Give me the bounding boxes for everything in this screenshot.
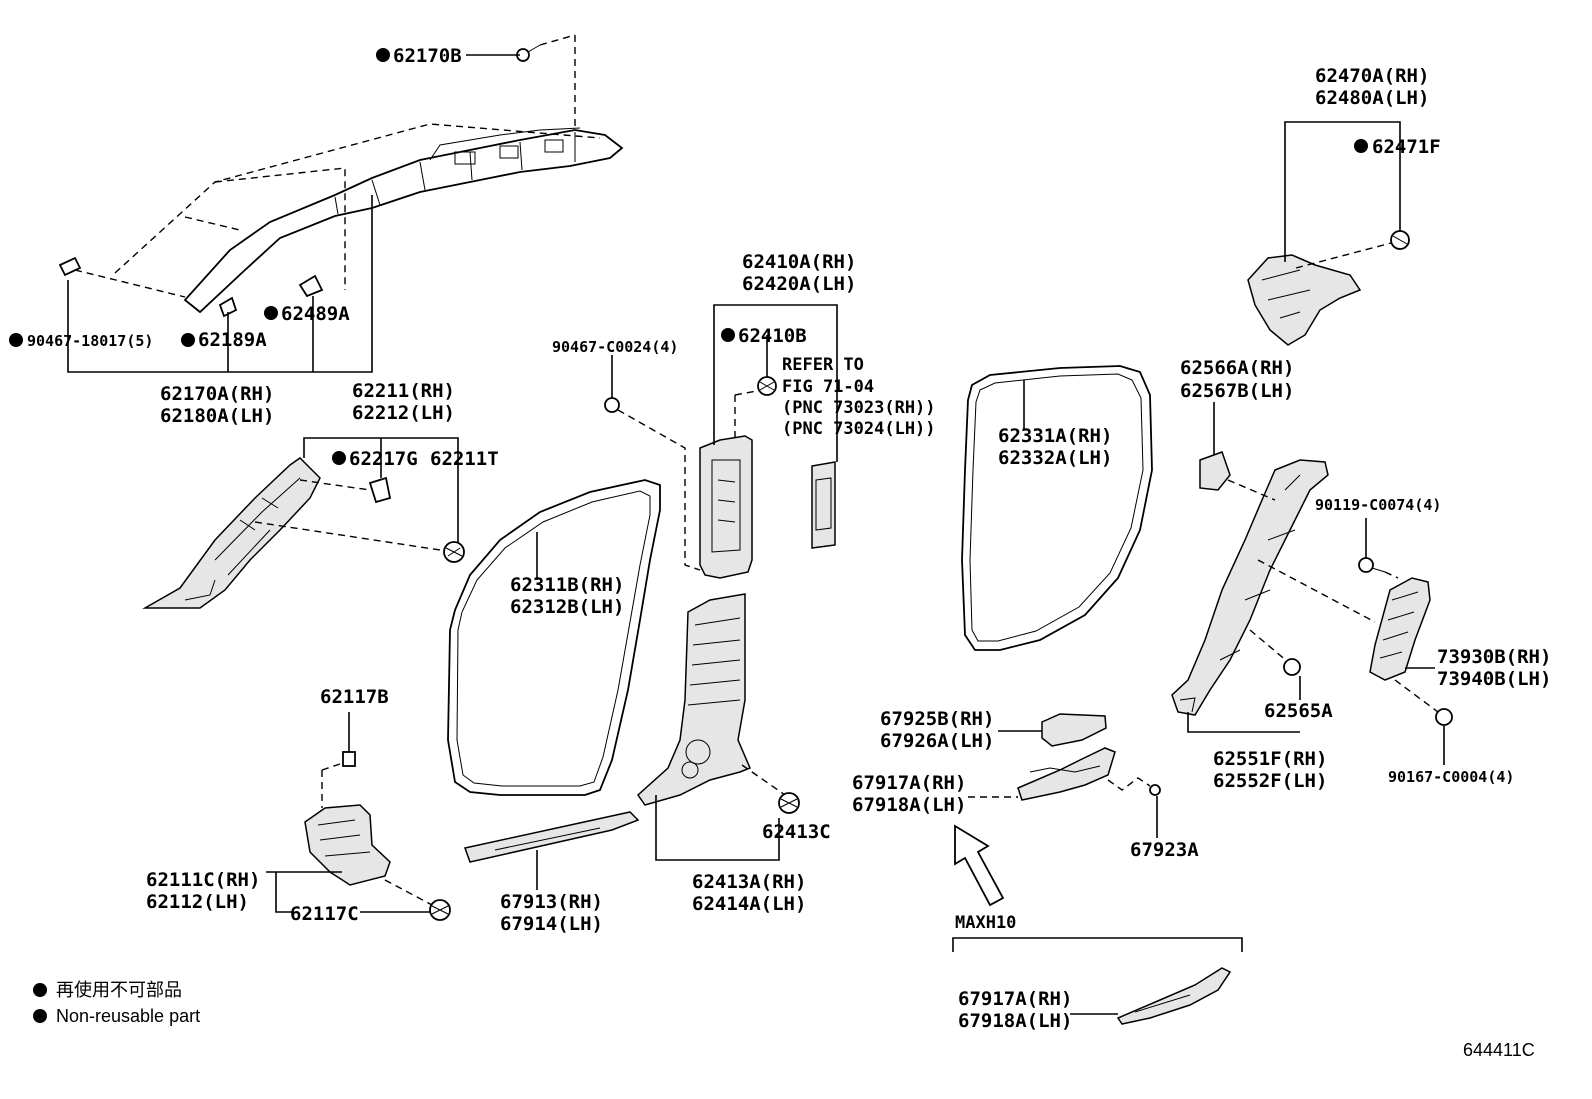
- label-62332A: 62332A(LH): [998, 447, 1112, 469]
- nonreusable-dot: [332, 451, 346, 465]
- bolt-90119-C0074: [1358, 557, 1386, 573]
- label-maxh10: MAXH10: [955, 913, 1016, 933]
- clip-62117C: [429, 899, 451, 921]
- figure-id: 644411C: [1463, 1040, 1535, 1060]
- label-62420A: 62420A(LH): [742, 273, 856, 295]
- clip-62170B: [516, 44, 541, 62]
- label-67918A-a: 67918A(LH): [852, 794, 966, 816]
- clip-62489A: [298, 274, 324, 298]
- label-62180A: 62180A(LH): [160, 405, 274, 427]
- clip-62471F: [1390, 230, 1410, 250]
- label-90167-C0004: 90167-C0004(4): [1388, 768, 1514, 786]
- label-62410B: 62410B: [738, 325, 807, 347]
- clip-62413C: [778, 792, 800, 814]
- clip-90467-18017: [58, 256, 82, 277]
- legend-english: Non-reusable part: [56, 1006, 200, 1026]
- clip-67923A: [1149, 784, 1161, 796]
- label-62170A: 62170A(RH): [160, 383, 274, 405]
- legend-dot: [33, 983, 47, 997]
- label-62470A: 62470A(RH): [1315, 65, 1429, 87]
- a-pillar-upper-garnish: [183, 127, 624, 314]
- center-pillar-lower-garnish: [637, 593, 751, 806]
- clip-90467-C0024: [604, 397, 620, 413]
- label-62567B: 62567B(LH): [1180, 380, 1294, 402]
- label-62552F: 62552F(LH): [1213, 770, 1327, 792]
- label-62311B: 62311B(RH): [510, 574, 624, 596]
- clip-62189A: [218, 296, 238, 318]
- label-73930B: 73930B(RH): [1437, 646, 1551, 668]
- nonreusable-dot: [376, 48, 390, 62]
- quarter-trim-garnish: [1171, 459, 1329, 716]
- seat-belt-cover: [811, 461, 836, 549]
- clip-62211T: [443, 541, 465, 563]
- label-62551F: 62551F(RH): [1213, 748, 1327, 770]
- label-62413C: 62413C: [762, 821, 831, 843]
- seat-belt-anchor-cover: [1369, 577, 1431, 681]
- refer-line-2: FIG 71-04: [782, 377, 874, 397]
- label-62117B: 62117B: [320, 686, 389, 708]
- scuff-cover-67925B: [1041, 713, 1107, 747]
- front-door-weatherstrip: [447, 479, 661, 796]
- refer-line-1: REFER TO: [782, 355, 864, 375]
- refer-line-4: (PNC 73024(LH)): [782, 419, 936, 439]
- front-scuff-plate: [464, 811, 640, 863]
- clip-62117B: [342, 751, 356, 767]
- label-67917A-b: 67917A(RH): [958, 988, 1072, 1010]
- label-67914: 67914(LH): [500, 913, 603, 935]
- label-62480A: 62480A(LH): [1315, 87, 1429, 109]
- label-67918A-b: 67918A(LH): [958, 1010, 1072, 1032]
- label-73940B: 73940B(LH): [1437, 668, 1551, 690]
- bolt-90167-C0004: [1435, 708, 1453, 726]
- label-67925B: 67925B(RH): [880, 708, 994, 730]
- cowl-side-trim: [304, 804, 391, 886]
- legend-japanese: 再使用不可部品: [56, 980, 182, 1000]
- clip-62217G: [368, 476, 392, 504]
- label-67917A-a: 67917A(RH): [852, 772, 966, 794]
- a-pillar-lower-garnish: [142, 457, 321, 609]
- legend-dot: [33, 1009, 47, 1023]
- label-90467-18017: 90467-18017(5): [27, 332, 153, 350]
- label-62471F: 62471F: [1372, 136, 1441, 158]
- nonreusable-dot: [9, 333, 23, 347]
- label-67923A: 67923A: [1130, 839, 1199, 861]
- clip-62566A: [1199, 451, 1231, 491]
- label-62413A: 62413A(RH): [692, 871, 806, 893]
- label-62112: 62112(LH): [146, 891, 249, 913]
- label-62189A: 62189A: [198, 329, 267, 351]
- roof-side-inner-garnish: [1247, 254, 1362, 346]
- nonreusable-dot: [181, 333, 195, 347]
- view-arrow: [954, 824, 1005, 907]
- center-pillar-upper-garnish: [699, 435, 753, 579]
- label-62117C: 62117C: [290, 903, 359, 925]
- scuff-plate-maxh10: [1116, 967, 1232, 1025]
- label-62566A: 62566A(RH): [1180, 357, 1294, 379]
- label-62489A: 62489A: [281, 303, 350, 325]
- nonreusable-dot: [264, 306, 278, 320]
- label-62212: 62212(LH): [352, 402, 455, 424]
- label-62410A: 62410A(RH): [742, 251, 856, 273]
- label-90119-C0074: 90119-C0074(4): [1315, 496, 1441, 514]
- rear-scuff-plate: [1017, 747, 1116, 801]
- label-62211: 62211(RH): [352, 380, 455, 402]
- label-62211T: 62211T: [430, 448, 499, 470]
- label-62414A: 62414A(LH): [692, 893, 806, 915]
- clip-62565A: [1283, 658, 1301, 676]
- label-62312B: 62312B(LH): [510, 596, 624, 618]
- label-67913: 67913(RH): [500, 891, 603, 913]
- label-67926A: 67926A(LH): [880, 730, 994, 752]
- rear-door-weatherstrip: [961, 365, 1153, 651]
- label-62331A: 62331A(RH): [998, 425, 1112, 447]
- label-62217G: 62217G: [349, 448, 418, 470]
- nonreusable-dot: [1354, 139, 1368, 153]
- label-62170B: 62170B: [393, 45, 462, 67]
- label-62565A: 62565A: [1264, 700, 1333, 722]
- nonreusable-dot: [721, 328, 735, 342]
- clip-62410B: [757, 376, 777, 396]
- refer-line-3: (PNC 73023(RH)): [782, 398, 936, 418]
- label-62111C: 62111C(RH): [146, 869, 260, 891]
- label-90467-C0024: 90467-C0024(4): [552, 338, 678, 356]
